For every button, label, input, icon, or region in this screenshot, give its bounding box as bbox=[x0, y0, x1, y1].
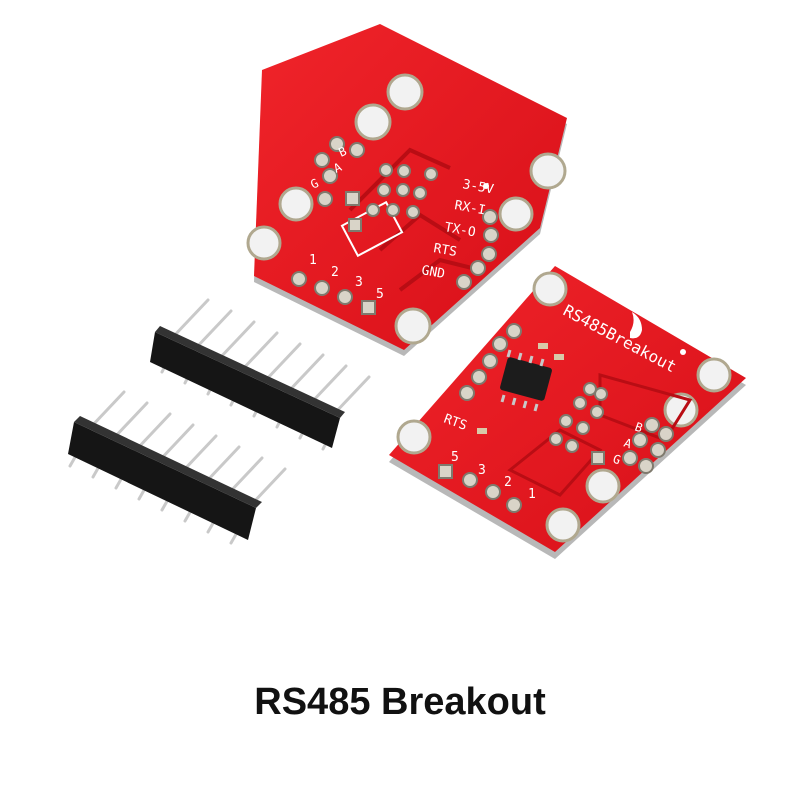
front-pads-center bbox=[549, 382, 608, 465]
back-label-3-5v: 3-5V bbox=[461, 177, 495, 197]
front-pin-number-3: 3 bbox=[478, 463, 486, 478]
rs485-board-back: B A G 3-5V RX-I TX-O RTS GND 1 2 3 5 bbox=[246, 24, 567, 356]
flame-logo-icon bbox=[630, 312, 642, 339]
front-label-g: G bbox=[611, 452, 623, 468]
back-pads-left bbox=[314, 136, 365, 207]
back-pin-number-1: 1 bbox=[309, 253, 317, 268]
front-pin-number-1: 1 bbox=[528, 487, 536, 502]
front-pads-left bbox=[459, 323, 522, 401]
product-caption: RS485 Breakout bbox=[254, 681, 546, 723]
back-label-rx-i: RX-I bbox=[453, 198, 486, 218]
mounting-holes-front bbox=[396, 271, 732, 543]
back-pads-center bbox=[348, 163, 438, 232]
back-pin-number-5: 5 bbox=[376, 287, 384, 302]
back-pads-bottom bbox=[291, 271, 376, 315]
back-pads-right bbox=[456, 209, 499, 290]
back-label-rts: RTS bbox=[432, 241, 458, 260]
front-pin-number-5: 5 bbox=[451, 450, 459, 465]
rs485-transceiver-chip bbox=[477, 343, 564, 434]
back-label-tx-o: TX-O bbox=[443, 220, 477, 240]
pin-header-bottom bbox=[68, 390, 287, 545]
back-label-gnd: GND bbox=[420, 263, 446, 282]
back-pin-number-3: 3 bbox=[355, 275, 363, 290]
rs485-board-front: RS485Breakout RTS B A G 5 3 2 1 bbox=[389, 266, 746, 559]
front-pin-number-2: 2 bbox=[504, 475, 512, 490]
front-label-b: B bbox=[633, 420, 645, 436]
front-pads-right bbox=[622, 417, 674, 474]
back-pin-number-2: 2 bbox=[331, 265, 339, 280]
pin-header-top bbox=[150, 298, 371, 451]
mounting-holes-back bbox=[246, 73, 567, 345]
front-pads-bottom bbox=[438, 464, 522, 513]
product-photo: B A G 3-5V RX-I TX-O RTS GND 1 2 3 5 bbox=[68, 24, 746, 559]
